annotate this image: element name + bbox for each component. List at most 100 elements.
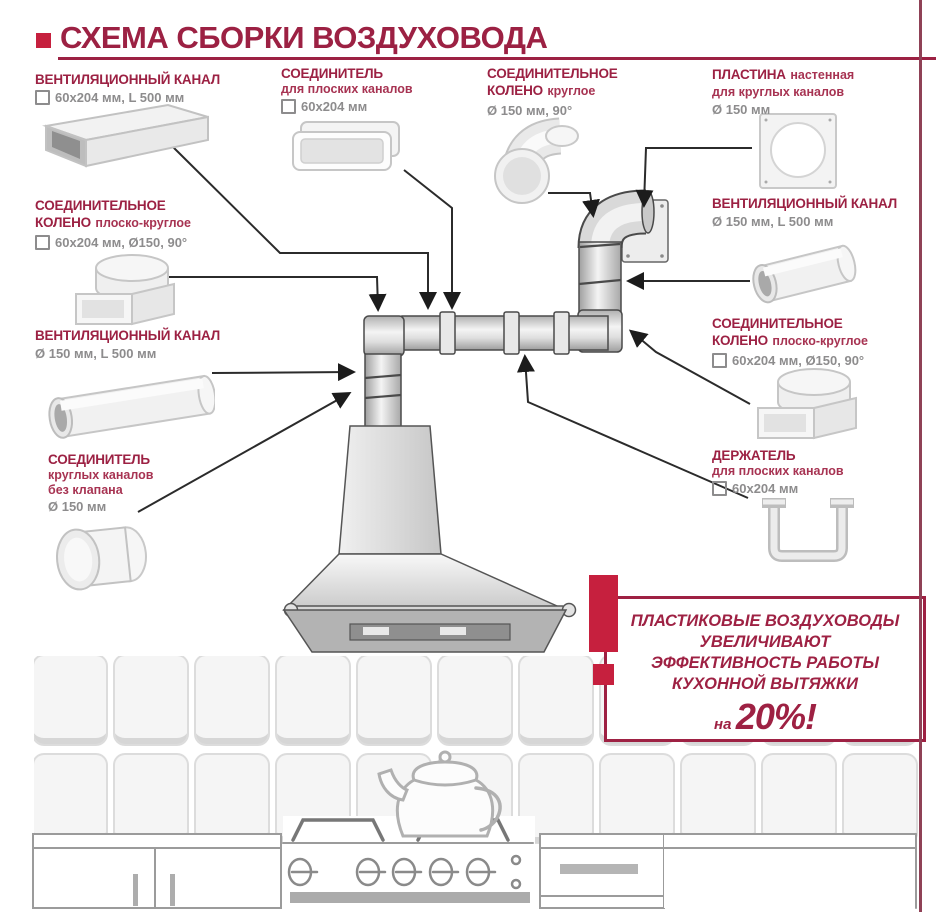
- wall-tile: [358, 755, 430, 843]
- round-elbow-image: [494, 117, 579, 204]
- callout-lines: [137, 145, 752, 513]
- component-name: ВЕНТИЛЯЦИОННЫЙ КАНАЛ: [35, 72, 220, 87]
- label-flat-round-elbow-left: СОЕДИНИТЕЛЬНОЕ КОЛЕНО плоско-круглое 60х…: [35, 198, 191, 250]
- round-connector-image: [56, 526, 147, 591]
- wall-plate-image: [759, 113, 837, 189]
- component-descriptor: круглое: [547, 83, 596, 98]
- flat-round-elbow-right-image: [757, 368, 857, 440]
- stove-knobs: [287, 854, 522, 890]
- info-line-1: ПЛАСТИКОВЫЕ ВОЗДУХОВОДЫ: [630, 612, 900, 630]
- component-name: СОЕДИНИТЕЛЬ: [281, 66, 383, 81]
- component-name2: КОЛЕНО: [35, 214, 91, 230]
- callout-flat-connector: [403, 169, 461, 310]
- wall-tile: [601, 755, 673, 843]
- component-descriptor: настенная: [790, 68, 855, 82]
- exclamation-icon: [589, 575, 618, 652]
- component-dims: 60х204 мм, Ø150, 90°: [55, 234, 188, 250]
- header: СХЕМА СБОРКИ ВОЗДУХОВОДА: [36, 20, 548, 56]
- wall-tile: [520, 755, 592, 843]
- wall-tile: [196, 656, 268, 744]
- wall-tile: [196, 755, 268, 843]
- flat-round-elbow-left-image: [75, 254, 175, 326]
- flat-duct-image: [42, 103, 209, 168]
- component-dims: 60х204 мм, L 500 мм: [55, 89, 185, 105]
- component-subtitle: для плоских каналов: [281, 81, 413, 96]
- info-suffix-small: на: [714, 715, 732, 733]
- info-suffix-big: 20%!: [735, 695, 817, 737]
- component-dims: Ø 150 мм: [712, 101, 771, 117]
- wall-tile: [34, 755, 106, 843]
- wall-tile: [439, 755, 511, 843]
- wall-tile: [115, 656, 187, 744]
- component-name: СОЕДИНИТЕЛЬ: [48, 452, 150, 467]
- component-dims: Ø 150 мм: [48, 499, 107, 515]
- component-name: ПЛАСТИНА: [712, 67, 786, 82]
- exclamation-dot-icon: [593, 664, 614, 685]
- flat-connector-image: [292, 121, 400, 171]
- red-square-bullet-icon: [36, 33, 51, 48]
- flat-section-icon: [35, 90, 50, 106]
- component-subtitle: для плоских каналов: [712, 463, 844, 478]
- wall-plate-illustration: [621, 199, 669, 263]
- page-title: СХЕМА СБОРКИ ВОЗДУХОВОДА: [60, 20, 548, 55]
- info-line-2: УВЕЛИЧИВАЮТ: [699, 632, 831, 651]
- wall-tile: [682, 755, 754, 843]
- component-descriptor: плоско-круглое: [95, 215, 191, 230]
- component-dims: Ø 150 мм, L 500 мм: [35, 345, 157, 361]
- component-name: ДЕРЖАТЕЛЬ: [712, 448, 796, 463]
- left-cabinet: [32, 833, 282, 909]
- right-drawer-unit: [539, 833, 665, 909]
- component-name: ВЕНТИЛЯЦИОННЫЙ КАНАЛ: [35, 328, 220, 343]
- round-duct-left-image: [48, 374, 215, 439]
- label-wall-plate: ПЛАСТИНА настенная для круглых каналов Ø…: [712, 66, 854, 117]
- component-name: ВЕНТИЛЯЦИОННЫЙ КАНАЛ: [712, 196, 897, 211]
- info-line-4: КУХОННОЙ ВЫТЯЖКИ: [672, 674, 858, 693]
- wall-tile: [277, 755, 349, 843]
- component-dims: 60х204 мм: [732, 480, 799, 496]
- flat-duct-holder-image: [762, 498, 854, 562]
- label-flat-duct-holder: ДЕРЖАТЕЛЬ для плоских каналов 60х204 мм: [712, 448, 844, 496]
- flat-section-icon: [712, 480, 727, 496]
- wall-tile: [34, 656, 106, 744]
- page-right-border: [919, 0, 922, 912]
- label-round-duct-left: ВЕНТИЛЯЦИОННЫЙ КАНАЛ Ø 150 мм, L 500 мм: [35, 328, 220, 361]
- component-name2: КОЛЕНО: [487, 82, 543, 98]
- info-box: ПЛАСТИКОВЫЕ ВОЗДУХОВОДЫ УВЕЛИЧИВАЮТ ЭФФЕ…: [604, 596, 926, 742]
- label-round-elbow: СОЕДИНИТЕЛЬНОЕ КОЛЕНО круглое Ø 150 мм, …: [487, 66, 618, 118]
- flat-section-icon: [35, 234, 50, 250]
- right-counter: [663, 833, 917, 909]
- component-dims: Ø 150 мм, 90°: [487, 102, 573, 118]
- label-round-connector: СОЕДИНИТЕЛЬ круглых каналов без клапана …: [48, 452, 153, 515]
- kitchen-hood-illustration: [282, 425, 577, 653]
- component-subtitle: круглых каналов: [48, 467, 154, 482]
- component-subtitle2: без клапана: [48, 482, 123, 497]
- component-name2: КОЛЕНО: [712, 332, 768, 348]
- callout-flat-round-elbow-left: [166, 276, 387, 312]
- wall-tile: [763, 755, 835, 843]
- round-duct-right-image: [752, 244, 857, 304]
- component-name: СОЕДИНИТЕЛЬНОЕ: [487, 66, 618, 81]
- component-dims: 60х204 мм, Ø150, 90°: [732, 352, 865, 368]
- wall-tile: [277, 656, 349, 744]
- wall-tile: [358, 656, 430, 744]
- wall-tile: [844, 755, 916, 843]
- flat-section-icon: [712, 352, 727, 368]
- title-underline: [58, 57, 936, 60]
- component-name: СОЕДИНИТЕЛЬНОЕ: [712, 316, 843, 331]
- component-name: СОЕДИНИТЕЛЬНОЕ: [35, 198, 166, 213]
- flat-section-icon: [281, 98, 296, 114]
- callout-round-duct-left: [211, 363, 356, 382]
- wall-tile: [520, 656, 592, 744]
- component-subtitle: для круглых каналов: [712, 84, 845, 99]
- component-descriptor: плоско-круглое: [772, 333, 868, 348]
- component-dims: Ø 150 мм, L 500 мм: [712, 213, 834, 229]
- info-line-3: ЭФФЕКТИВНОСТЬ РАБОТЫ: [651, 653, 879, 672]
- label-flat-duct-top: ВЕНТИЛЯЦИОННЫЙ КАНАЛ 60х204 мм, L 500 мм: [35, 72, 220, 106]
- duct-run-illustration: [363, 189, 655, 433]
- label-flat-connector: СОЕДИНИТЕЛЬ для плоских каналов 60х204 м…: [281, 66, 413, 114]
- label-round-duct-right: ВЕНТИЛЯЦИОННЫЙ КАНАЛ Ø 150 мм, L 500 мм: [712, 196, 897, 229]
- label-flat-round-elbow-right: СОЕДИНИТЕЛЬНОЕ КОЛЕНО плоско-круглое 60х…: [712, 316, 868, 368]
- component-dims: 60х204 мм: [301, 98, 368, 114]
- wall-tile: [115, 755, 187, 843]
